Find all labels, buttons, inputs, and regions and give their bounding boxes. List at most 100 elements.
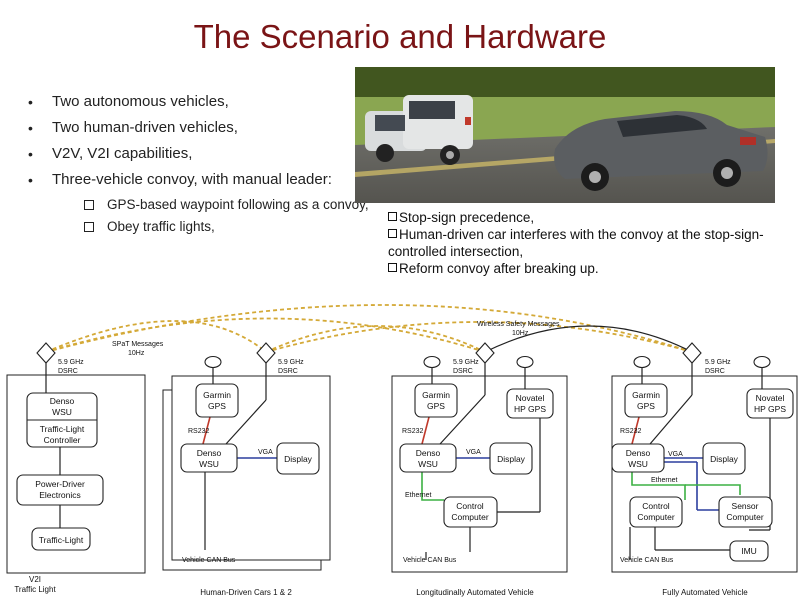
human-caption: Human-Driven Cars 1 & 2: [200, 588, 292, 597]
vehicle-enclosures: [6, 374, 798, 574]
novatel-label: HP GPS: [514, 404, 546, 414]
denso-wsu-box: [611, 443, 665, 473]
gps-antenna-icon: [204, 355, 222, 369]
wireless-rate: 10Hz: [512, 330, 529, 337]
checkbox-bullet-icon: [388, 212, 397, 221]
dsrc-label: 5.9 GHz: [278, 359, 304, 366]
note-text: Reform convoy after breaking up.: [399, 261, 599, 276]
v2i-wsu-label: Denso: [50, 396, 75, 406]
enclosure-captions: V2I Traffic Light Human-Driven Cars 1 & …: [14, 575, 748, 597]
novatel-label: Novatel: [756, 393, 785, 403]
display-box: [702, 442, 746, 475]
v2i-caption: V2I: [29, 575, 41, 584]
imu-label: IMU: [741, 546, 757, 556]
control-label: Control: [642, 501, 670, 511]
novatel-gps-box: [746, 388, 794, 419]
dsrc-label: 5.9 GHz: [58, 359, 84, 366]
checkbox-bullet-icon: [84, 200, 94, 210]
bullet-item: V2V, V2I capabilities,: [20, 144, 360, 170]
note-item: Reform convoy after breaking up.: [388, 260, 778, 277]
antenna-icon: [36, 342, 56, 364]
gps-antenna-icon: [516, 355, 534, 369]
dsrc-label: DSRC: [705, 368, 725, 375]
sub-bullet-item: Obey traffic lights,: [20, 218, 360, 240]
denso-wsu-box: [399, 443, 457, 473]
ethernet-wires: [421, 470, 741, 501]
spat-rate: 10Hz: [128, 350, 145, 357]
vga-wires: [237, 457, 719, 511]
rs232-label: RS232: [188, 428, 210, 435]
sub-bullet-item: GPS-based waypoint following as a convoy…: [20, 196, 369, 218]
checkbox-bullet-icon: [388, 229, 397, 238]
novatel-label: HP GPS: [754, 404, 786, 414]
sensor-label: Computer: [726, 512, 763, 522]
gps-label: GPS: [208, 401, 226, 411]
vga-label: VGA: [668, 451, 683, 458]
note-text: Stop-sign precedence,: [399, 210, 535, 225]
ethernet-label: Ethernet: [405, 492, 432, 499]
wsu-label: WSU: [628, 459, 648, 469]
controller-label: Controller: [44, 435, 81, 445]
longitudinal-enclosure: [391, 375, 568, 573]
power-driver-label: Electronics: [39, 490, 81, 500]
dsrc-label: DSRC: [453, 368, 473, 375]
sub-bullet-text: GPS-based waypoint following as a convoy…: [107, 197, 369, 212]
display-label: Display: [284, 454, 313, 464]
antenna-icon: [256, 342, 276, 364]
ethernet-label: Ethernet: [651, 477, 678, 484]
traffic-light-box: [31, 527, 91, 551]
sub-bullet-text: Obey traffic lights,: [107, 219, 215, 234]
bullet-list: Two autonomous vehicles, Two human-drive…: [20, 92, 369, 240]
checkbox-bullet-icon: [388, 263, 397, 272]
sensor-computer-box: [718, 496, 773, 528]
note-item: Human-driven car interferes with the con…: [388, 226, 778, 260]
dsrc-label: 5.9 GHz: [705, 359, 731, 366]
antenna-icon: [475, 342, 495, 364]
wsu-label: Denso: [197, 448, 222, 458]
wireless-links: [45, 304, 693, 353]
v2i-auto-link-arc: [45, 317, 486, 353]
power-driver-label: Power-Driver: [35, 479, 85, 489]
vehicles-photo-illustration: [355, 67, 775, 203]
can-bus-label: Vehicle CAN Bus: [403, 557, 457, 564]
v2v-full-link-arc: [265, 321, 693, 353]
antenna-icon: [682, 342, 702, 364]
gps-label: Garmin: [422, 390, 450, 400]
wsu-label: WSU: [199, 459, 219, 469]
wireless-label: Wireless Safety Messages: [477, 321, 560, 328]
novatel-gps-box: [506, 388, 554, 419]
display-box: [489, 442, 533, 475]
component-labels: Denso WSU Traffic-Light Controller Power…: [35, 390, 786, 556]
gps-antenna-icon: [753, 355, 771, 369]
gps-antenna-icon: [633, 355, 651, 369]
spat-link-arc: [45, 320, 267, 353]
v2i-caption: Traffic Light: [14, 585, 56, 594]
garmin-gps-box: [624, 383, 668, 418]
v2v-link-arc: [265, 325, 486, 353]
gps-label: GPS: [637, 401, 655, 411]
wire-connections: [45, 363, 771, 560]
can-bus-label: Vehicle CAN Bus: [620, 557, 674, 564]
control-computer-box: [629, 496, 683, 528]
garmin-gps-box: [195, 383, 239, 418]
gps-antenna-icon: [423, 355, 441, 369]
dsrc-label: 5.9 GHz: [453, 359, 479, 366]
rs232-label: RS232: [620, 428, 642, 435]
gps-label: Garmin: [632, 390, 660, 400]
control-label: Control: [456, 501, 484, 511]
control-label: Computer: [451, 512, 488, 522]
slide-title: The Scenario and Hardware: [193, 18, 607, 55]
v2i-wsu-label: WSU: [52, 407, 72, 417]
dsrc-labels: 5.9 GHz DSRC 5.9 GHz DSRC 5.9 GHz DSRC 5…: [58, 359, 731, 375]
gps-label: Garmin: [203, 390, 231, 400]
bullet-item: Two human-driven vehicles,: [20, 118, 360, 144]
rs232-wires: [202, 416, 640, 445]
imu-box: [729, 540, 769, 562]
vga-label: VGA: [258, 449, 273, 456]
v2i-enclosure: [6, 374, 146, 574]
vga-label: VGA: [466, 449, 481, 456]
dsrc-label: DSRC: [278, 368, 298, 375]
traffic-light-label: Traffic-Light: [39, 535, 84, 545]
vehicles-photo: [355, 67, 775, 203]
